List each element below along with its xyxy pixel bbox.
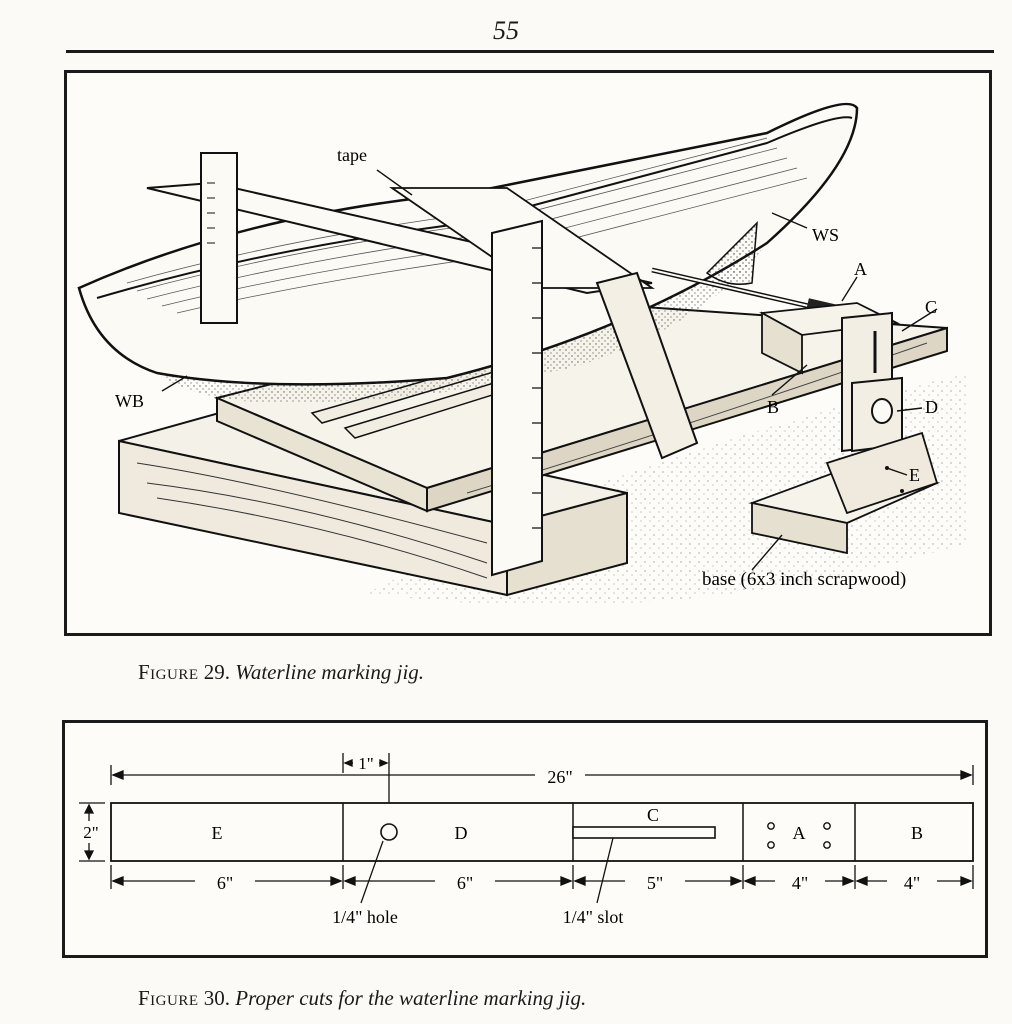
page-number: 55	[493, 16, 519, 45]
figure-30-title: Proper cuts for the waterline marking ji…	[235, 986, 587, 1010]
hole-label: 1/4" hole	[332, 907, 398, 927]
figure-30-label-word: Figure	[138, 986, 199, 1010]
figure-29-caption: Figure 29. Waterline marking jig.	[138, 660, 424, 685]
figure-30-label-number: 30.	[203, 986, 231, 1010]
segment-c-length: 5"	[647, 873, 663, 893]
callout-wb: WB	[115, 391, 144, 411]
cut-diagram: 26" 1" 2"	[79, 753, 974, 927]
figure-30-diagram: 26" 1" 2"	[62, 720, 988, 958]
callout-base: base (6x3 inch scrapwood)	[702, 569, 906, 590]
diagonal-strut	[595, 271, 699, 460]
quarter-inch-hole	[380, 823, 398, 841]
segment-b-length: 4"	[904, 873, 920, 893]
figure-29-illustration: tape WS WB A C B D E base (6x3 inch scra…	[64, 70, 992, 636]
hole-slot-leaders	[360, 837, 614, 904]
callout-tape: tape	[337, 145, 367, 165]
screw-holes-a	[767, 822, 831, 849]
slot-label: 1/4" slot	[563, 907, 624, 927]
jig-assembly	[748, 302, 941, 555]
front-vertical-rule	[491, 219, 543, 577]
segment-d-length: 6"	[457, 873, 473, 893]
header-rule	[66, 50, 994, 53]
segment-dimension-line	[110, 865, 974, 889]
figure-29-label-number: 29.	[203, 660, 231, 684]
overall-length-label: 26"	[547, 767, 572, 787]
overall-dimension-line	[110, 765, 974, 785]
callout-b: B	[767, 397, 779, 417]
callout-e: E	[909, 465, 920, 485]
hole-offset-label: 1"	[358, 754, 373, 773]
callout-a: A	[854, 259, 867, 279]
segment-d-letter: D	[455, 823, 468, 843]
segment-a-length: 4"	[792, 873, 808, 893]
width-dimension	[79, 802, 105, 862]
width-label: 2"	[83, 823, 98, 842]
quarter-inch-slot	[572, 826, 716, 839]
stock-outline	[110, 802, 974, 862]
leader-lines	[161, 169, 938, 571]
figure-29-label-word: Figure	[138, 660, 199, 684]
callout-d: D	[925, 397, 938, 417]
segment-c-letter: C	[647, 805, 659, 825]
segment-a-letter: A	[793, 823, 806, 843]
segment-e-length: 6"	[217, 873, 233, 893]
figure-29-title: Waterline marking jig.	[235, 660, 425, 684]
waterline-jig-drawing: tape WS WB A C B D E base (6x3 inch scra…	[77, 102, 967, 606]
left-vertical-rule	[200, 152, 238, 324]
callout-ws: WS	[812, 225, 839, 245]
segment-b-letter: B	[911, 823, 923, 843]
figure-30-caption: Figure 30. Proper cuts for the waterline…	[138, 986, 586, 1011]
segment-e-letter: E	[212, 823, 223, 843]
callout-c: C	[925, 297, 937, 317]
